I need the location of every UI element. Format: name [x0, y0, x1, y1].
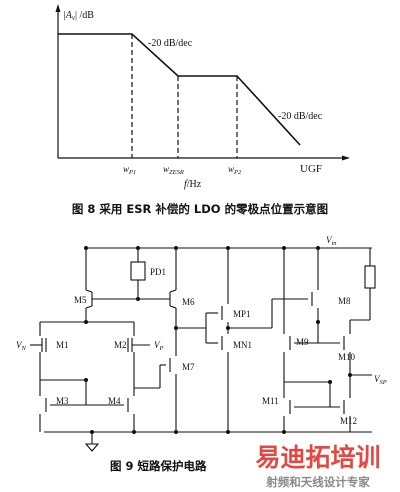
m9-label: M9	[296, 337, 309, 347]
mn1-label: MN1	[233, 340, 252, 350]
figure8-labels: |Av| /dB -20 dB/dec -20 dB/dec wP1 wZESR…	[63, 10, 323, 190]
m5-label: M5	[74, 295, 87, 305]
slope-label-1: -20 dB/dec	[148, 38, 193, 49]
resistor	[364, 265, 376, 289]
pd1-device	[130, 261, 146, 281]
figure9-circuit	[30, 247, 376, 452]
vsp-label: VSP	[374, 374, 387, 386]
m1-label: M1	[56, 340, 69, 350]
m8-label: M8	[338, 296, 351, 306]
vp-label: VP	[154, 340, 164, 352]
m7-label: M7	[182, 362, 195, 372]
pd1-label: PD1	[150, 267, 166, 277]
m4-label: M4	[108, 396, 121, 406]
figure8-bode-plot	[55, 4, 350, 161]
m11-label: M11	[262, 396, 279, 406]
m2-label: M2	[114, 340, 127, 350]
m6-label: M6	[182, 297, 195, 307]
tick-wp1: wP1	[123, 164, 136, 176]
tick-ugf: UGF	[300, 163, 322, 175]
watermark-subtitle: 射频和天线设计专家	[265, 475, 370, 489]
slope-label-2: -20 dB/dec	[278, 111, 323, 122]
m3-label: M3	[56, 396, 69, 406]
tick-wzesr: wZESR	[163, 164, 184, 176]
x-axis-arrow	[342, 155, 350, 161]
mp1-label: MP1	[233, 309, 251, 319]
m12-label: M12	[340, 416, 357, 426]
m10-label: M10	[338, 352, 356, 362]
watermark: 易迪拓培训 射频和天线设计专家	[255, 443, 380, 489]
junction-dots	[84, 246, 352, 434]
figure9-caption: 图 9 短路保护电路	[110, 459, 207, 473]
vn-label: VN	[16, 340, 27, 352]
y-axis-label: |Av| /dB	[63, 10, 94, 22]
x-axis-label: f/Hz	[184, 179, 202, 190]
y-axis-arrow	[55, 4, 61, 12]
vin-label: Vin	[326, 235, 337, 247]
figure8-caption: 图 8 采用 ESR 补偿的 LDO 的零极点位置示意图	[72, 202, 328, 216]
magnitude-curve	[58, 33, 301, 146]
figure9-labels: Vin PD1 M5 M6 MP1 MN1 M8 VN M1 M2 VP M7 …	[16, 235, 387, 426]
watermark-title: 易迪拓培训	[255, 443, 380, 472]
tick-wp2: wP2	[228, 164, 242, 176]
ground-symbol	[84, 443, 100, 452]
